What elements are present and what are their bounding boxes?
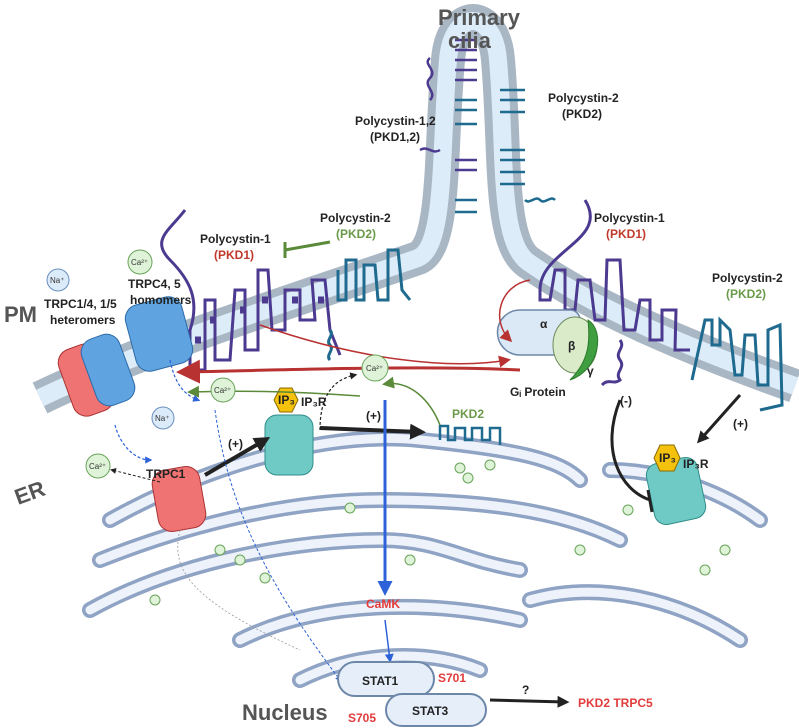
g-alpha-label: α <box>540 317 548 331</box>
plus-label-center: (+) <box>366 409 381 423</box>
na-ion-top <box>46 268 70 292</box>
polycystin-2-left <box>327 248 412 362</box>
ip3r-left-label: IP₃R <box>301 395 327 409</box>
right-pc2-gene: (PKD2) <box>726 287 766 301</box>
plus-label-trpc1: (+) <box>228 437 243 451</box>
left-pc2-name: Polycystin-2 <box>320 211 391 225</box>
trpc-heteromer-label-1: TRPC1/4, 1/5 <box>44 297 117 311</box>
ip3-right-label: IP₃ <box>659 451 676 465</box>
polycystin-1-left <box>160 209 342 372</box>
signaling-arrows <box>110 240 742 708</box>
ca-ion-center-label: Ca²⁺ <box>366 364 383 373</box>
ip3r-right-label: IP₃R <box>683 457 709 471</box>
g-beta-label: β <box>568 339 575 353</box>
trpc-heteromer-channel <box>57 333 136 417</box>
minus-label: (-) <box>620 394 632 408</box>
er-pkd2-label: PKD2 <box>452 407 484 421</box>
s705-label: S705 <box>348 711 376 725</box>
plasma-membrane <box>32 4 799 414</box>
left-pc2-gene: (PKD2) <box>336 227 376 241</box>
stat3-label: STAT3 <box>412 704 449 718</box>
unknown-mechanism-label: ? <box>522 683 529 697</box>
polycystin-1-right <box>538 199 690 387</box>
na-ion-bottom-label: Na⁺ <box>155 414 169 423</box>
stat1-box <box>337 661 435 697</box>
stat3-box <box>385 693 487 727</box>
camk-label: CaMK <box>366 597 400 611</box>
ip3-hexagon-right <box>653 444 681 472</box>
ca-ion-left-label: Ca²⁺ <box>89 462 106 471</box>
ca-ion-mid <box>210 377 236 403</box>
cilia-pc12-gene: (PKD1,2) <box>370 130 420 144</box>
right-pc2-name: Polycystin-2 <box>712 271 783 285</box>
right-pc1-gene: (PKD1) <box>606 227 646 241</box>
trpc-homomer-label-1: TRPC4, 5 <box>128 277 181 291</box>
s701-label: S701 <box>438 671 466 685</box>
ca-ion-center <box>361 354 389 382</box>
er-label: ER <box>11 476 48 510</box>
polycystin-2-right <box>690 316 784 412</box>
trpc-homomer-channel <box>124 296 194 372</box>
nucleus-label: Nucleus <box>242 700 328 725</box>
trpc-heteromer-label-2: heteromers <box>50 313 116 327</box>
er-calcium-ions <box>149 459 731 606</box>
left-pc1-name: Polycystin-1 <box>200 232 271 246</box>
cilia-pc2-gene: (PKD2) <box>562 107 602 121</box>
g-gamma-label: γ <box>587 364 594 378</box>
trpc1-channel <box>151 466 207 532</box>
ip3r-channel-right <box>645 444 707 525</box>
ip3-left-label: IP₃ <box>278 393 295 407</box>
ca-ion-top-label: Ca²⁺ <box>131 258 148 267</box>
plus-label-right: (+) <box>733 417 748 431</box>
cilia-pc12-name: Polycystin-1,2 <box>355 114 436 128</box>
ca-ion-mid-label: Ca²⁺ <box>214 386 231 395</box>
gi-protein-label: Gᵢ Protein <box>510 385 566 399</box>
na-ion-top-label: Na⁺ <box>50 276 64 285</box>
ip3r-channel-left <box>264 387 314 476</box>
er-pkd2 <box>438 424 502 445</box>
primary-cilia-title-2: cilia <box>448 28 492 53</box>
left-pc1-gene: (PKD1) <box>214 248 254 262</box>
right-pc1-name: Polycystin-1 <box>594 211 665 225</box>
trpc1-label: TRPC1 <box>146 467 186 481</box>
pm-label: PM <box>4 302 37 327</box>
cilia-pc2-name: Polycystin-2 <box>548 91 619 105</box>
target-genes-label: PKD2 TRPC5 <box>578 696 653 710</box>
primary-cilia-title-1: Primary <box>438 5 521 30</box>
ip3-hexagon-left <box>273 387 299 413</box>
ca-ion-top <box>127 249 153 275</box>
trpc-homomer-label-2: homomers <box>130 293 192 307</box>
cilium-polycystins <box>419 38 556 214</box>
ca-ion-left <box>85 453 111 479</box>
stat1-label: STAT1 <box>362 674 399 688</box>
gi-protein <box>496 309 599 381</box>
na-ion-bottom <box>151 406 175 430</box>
